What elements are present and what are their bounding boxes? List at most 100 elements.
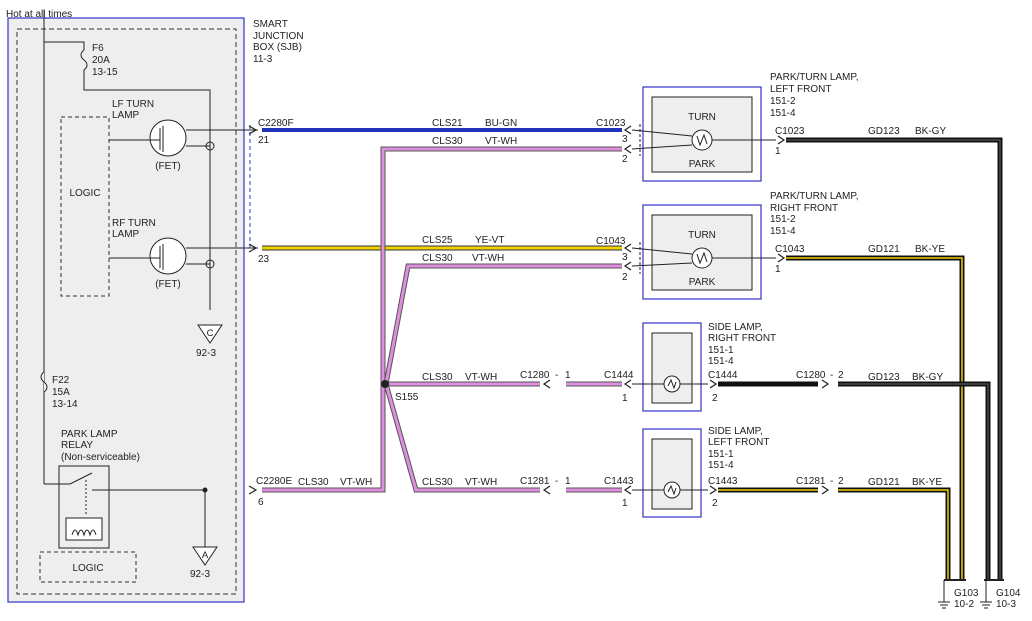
- connector-c2280f-name: C2280F: [258, 118, 294, 129]
- lf-park-turn-ref-2: 151-4: [770, 108, 796, 119]
- hot-at-all-times-label: Hot at all times: [6, 9, 72, 20]
- lf-park-turn-pin-2: 2: [622, 154, 628, 165]
- rf-park-turn-arrow-3: [623, 243, 632, 253]
- fuse-f22-name: F22: [52, 375, 70, 386]
- rf-side-conn-in: C1444: [604, 370, 634, 381]
- rf-side-pin-in: 1: [622, 393, 628, 404]
- inline-c1280-out-pin: 2: [838, 370, 844, 381]
- lf-park-turn-pin-3: 3: [622, 134, 628, 145]
- ground-c: C 92-3: [196, 324, 223, 359]
- wire-gd121-b-circuit: GD121: [868, 477, 900, 488]
- lf-side-title-2: LEFT FRONT: [708, 437, 769, 448]
- ground-c-letter: C: [207, 328, 214, 339]
- lf-side-pin-out: 2: [712, 498, 718, 509]
- inline-c1281-out-pin: 2: [838, 476, 844, 487]
- rf-turn-fet-gate: [109, 244, 164, 270]
- lf-side-lamp: SIDE LAMP, LEFT FRONT 151-1 151-4 C1443 …: [604, 426, 769, 518]
- wire-gd121-b-color: BK-YE: [912, 477, 942, 488]
- wire-cls30-b: CLS30 VT-WH: [383, 253, 622, 385]
- rf-park-turn-lamp: PARK/TURN LAMP, RIGHT FRONT 151-2 151-4 …: [596, 191, 859, 300]
- wire-cls21-circuit: CLS21: [432, 118, 463, 129]
- wire-cls30-trunk: CLS30 VT-WH CLS30 VT-WH: [262, 136, 622, 493]
- inline-c1280-out-dash: -: [830, 370, 833, 381]
- turn-logic-module: LOGIC: [60, 116, 110, 297]
- lf-side-arrow-out: [709, 485, 718, 495]
- park-relay-coil-winding: [71, 529, 97, 537]
- lf-turn-fet-gate: [109, 126, 164, 152]
- lf-turn-fet: LF TURN LAMP (FET): [109, 99, 258, 172]
- wire-cls30-d-color: VT-WH: [465, 477, 497, 488]
- lf-park-turn-filament: [696, 133, 708, 147]
- wire-cls30-c-circuit: CLS30: [422, 372, 453, 383]
- lf-park-turn-conn-out: C1023: [775, 126, 805, 137]
- fuse-f22: F22 15A 13-14: [40, 371, 78, 410]
- wire-gd123-a: GD123 BK-GY: [786, 126, 1003, 580]
- park-lamp-relay: PARK LAMP RELAY (Non-serviceable) LOGIC: [39, 429, 208, 583]
- fuse-f22-rating: 15A: [52, 387, 70, 398]
- park-relay-box: [58, 465, 110, 549]
- wire-cls30-e-color: VT-WH: [340, 477, 372, 488]
- connector-c2280e-arrow: [248, 485, 258, 495]
- inline-c1280-in-arrow: [542, 379, 551, 389]
- wire-gd121-a: GD121 BK-YE: [786, 244, 965, 580]
- lf-side-title-1: SIDE LAMP,: [708, 426, 763, 437]
- ground-a-symbol: [192, 546, 218, 566]
- rf-park-turn-ref-2: 151-4: [770, 226, 796, 237]
- fuse-f22-ref: 13-14: [52, 399, 78, 410]
- wire-cls30-c: CLS30 VT-WH: [386, 372, 622, 387]
- wire-gd121-b-path2: [838, 487, 951, 580]
- wire-cls30-trunk-fill: [262, 147, 622, 492]
- ground-a-ref: 92-3: [190, 569, 210, 580]
- inline-c1280-in-pin: 1: [565, 370, 571, 381]
- lf-park-turn-title-2: LEFT FRONT: [770, 84, 831, 95]
- lf-park-turn-arrow-3: [623, 125, 632, 135]
- inline-c1281-out-arrow: [821, 485, 830, 495]
- wire-cls30-b-circuit: CLS30: [422, 253, 453, 264]
- rf-park-turn-title-1: PARK/TURN LAMP,: [770, 191, 859, 202]
- inline-c1280-out-arrow: [821, 379, 830, 389]
- wire-gd123-b: GD123 BK-GY C1280 - 2: [718, 370, 991, 580]
- ground-g104: G104 10-3: [980, 579, 1021, 610]
- lf-park-turn-title-1: PARK/TURN LAMP,: [770, 72, 859, 83]
- park-relay-label-2: RELAY: [61, 440, 93, 451]
- wire-cls30-b-color: VT-WH: [472, 253, 504, 264]
- wire-cls30-c-color: VT-WH: [465, 372, 497, 383]
- ground-g104-ref: 10-3: [996, 599, 1016, 610]
- lf-side-pin-in: 1: [622, 498, 628, 509]
- wire-cls30-trunk-path: [262, 146, 622, 493]
- wire-cls21: CLS21 BU-GN: [262, 118, 622, 132]
- rf-park-turn-arrow-out: [777, 253, 786, 263]
- lf-side-conn-in: C1443: [604, 476, 634, 487]
- wire-cls25: CLS25 YE-VT: [262, 235, 622, 251]
- rf-park-turn-turn: TURN: [688, 230, 716, 241]
- rf-park-turn-pin-1: 1: [775, 264, 781, 275]
- rf-park-turn-pin-2: 2: [622, 272, 628, 283]
- ground-g103: G103 10-2: [938, 579, 979, 610]
- lf-side-arrow-in: [623, 485, 632, 495]
- wire-gd121-b-inner2: [838, 489, 949, 580]
- rf-side-pin-out: 2: [712, 393, 718, 404]
- lf-turn-lamp-label-2: LAMP: [112, 110, 140, 121]
- lf-park-turn-ref-1: 151-2: [770, 96, 796, 107]
- inline-c1281-in-name: C1281: [520, 476, 550, 487]
- rf-park-turn-conn-in: C1043: [596, 236, 626, 247]
- wire-gd123-a-color: BK-GY: [915, 126, 946, 137]
- rf-side-title-2: RIGHT FRONT: [708, 333, 776, 344]
- connector-c2280f-arrow-23: [248, 243, 258, 253]
- rf-side-filament: [667, 378, 677, 390]
- wire-gd123-b-circuit: GD123: [868, 372, 900, 383]
- lf-turn-fet-junction: [205, 141, 215, 151]
- rf-turn-lamp-label-1: RF TURN: [112, 218, 156, 229]
- rf-side-lamp: SIDE LAMP, RIGHT FRONT 151-1 151-4 C1444…: [604, 322, 776, 412]
- wire-cls30-b-fill: [384, 264, 622, 385]
- rf-turn-lamp-label-2: LAMP: [112, 229, 140, 240]
- lf-turn-fet-label: (FET): [155, 161, 181, 172]
- wire-cls30-a-circuit: CLS30: [432, 136, 463, 147]
- rf-side-ref-1: 151-1: [708, 345, 734, 356]
- lf-park-turn-arrow-out: [777, 135, 786, 145]
- rf-side-title-1: SIDE LAMP,: [708, 322, 763, 333]
- sjb-title: SMART JUNCTION BOX (SJB) 11-3: [253, 19, 304, 65]
- connector-c2280f-pin-23: 23: [258, 254, 270, 265]
